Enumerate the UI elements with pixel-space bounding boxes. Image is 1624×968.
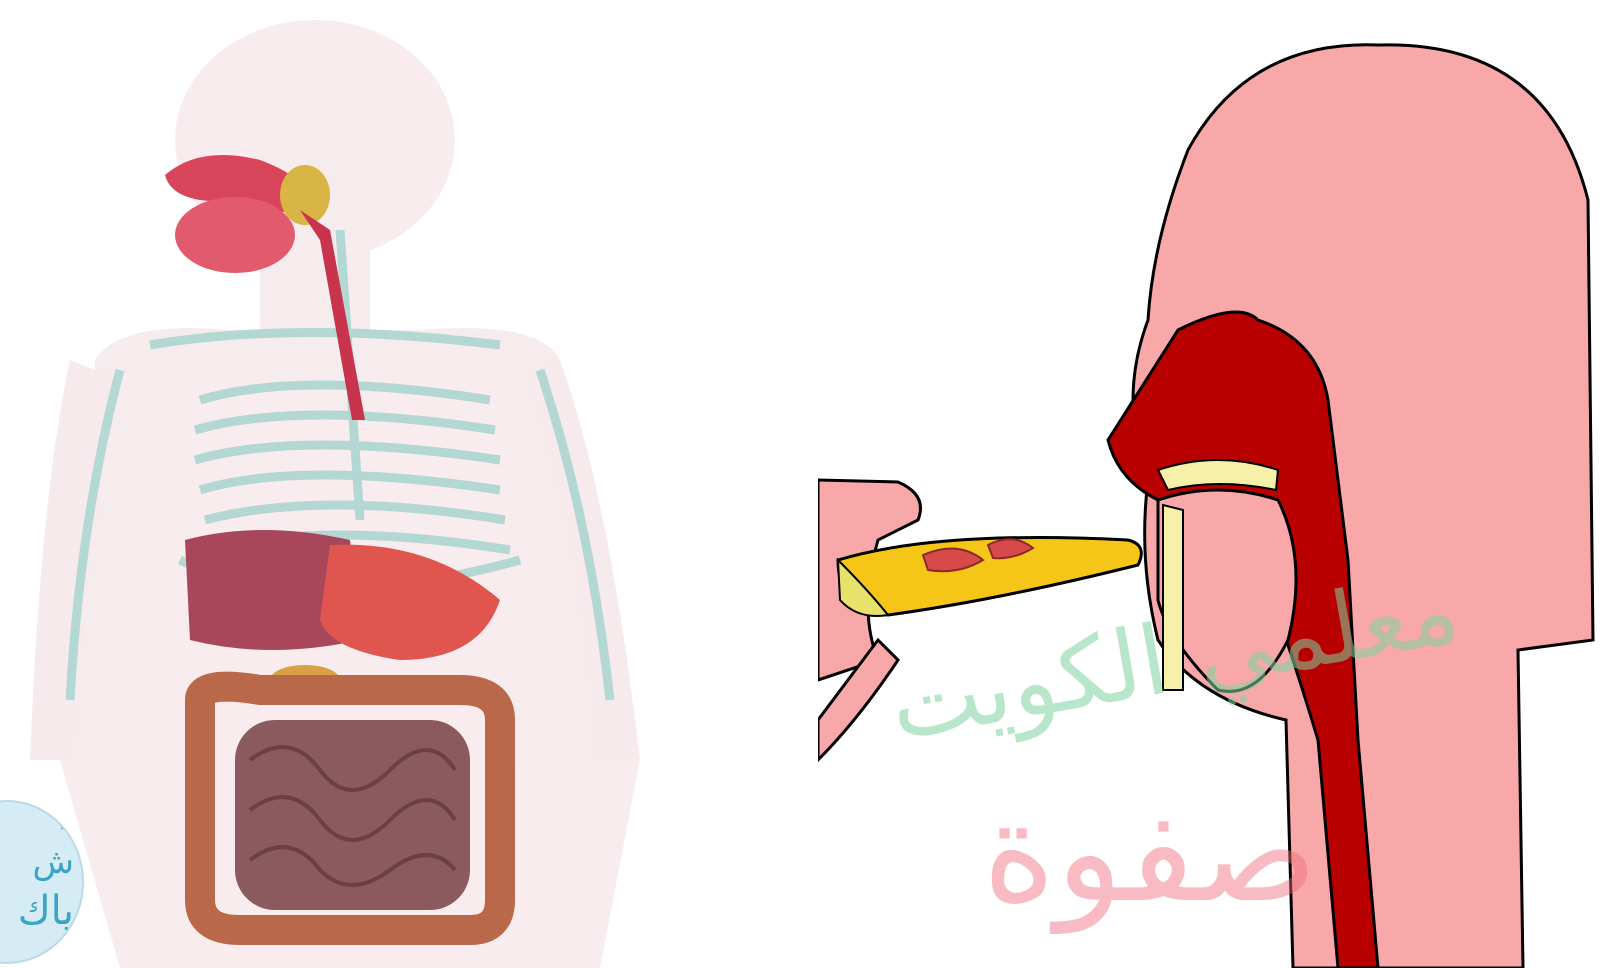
badge-text-line-3: ياك (18, 888, 74, 934)
badge-text-line-2: ش (32, 842, 74, 882)
anatomy-digestive-system-image: لم ش ياك (0, 0, 800, 968)
head-cross-section (818, 0, 1624, 968)
swallowing-illustration (818, 0, 1624, 968)
mouth (175, 197, 295, 273)
body-illustration (0, 0, 800, 968)
badge-text-line-1: لم (60, 814, 74, 830)
